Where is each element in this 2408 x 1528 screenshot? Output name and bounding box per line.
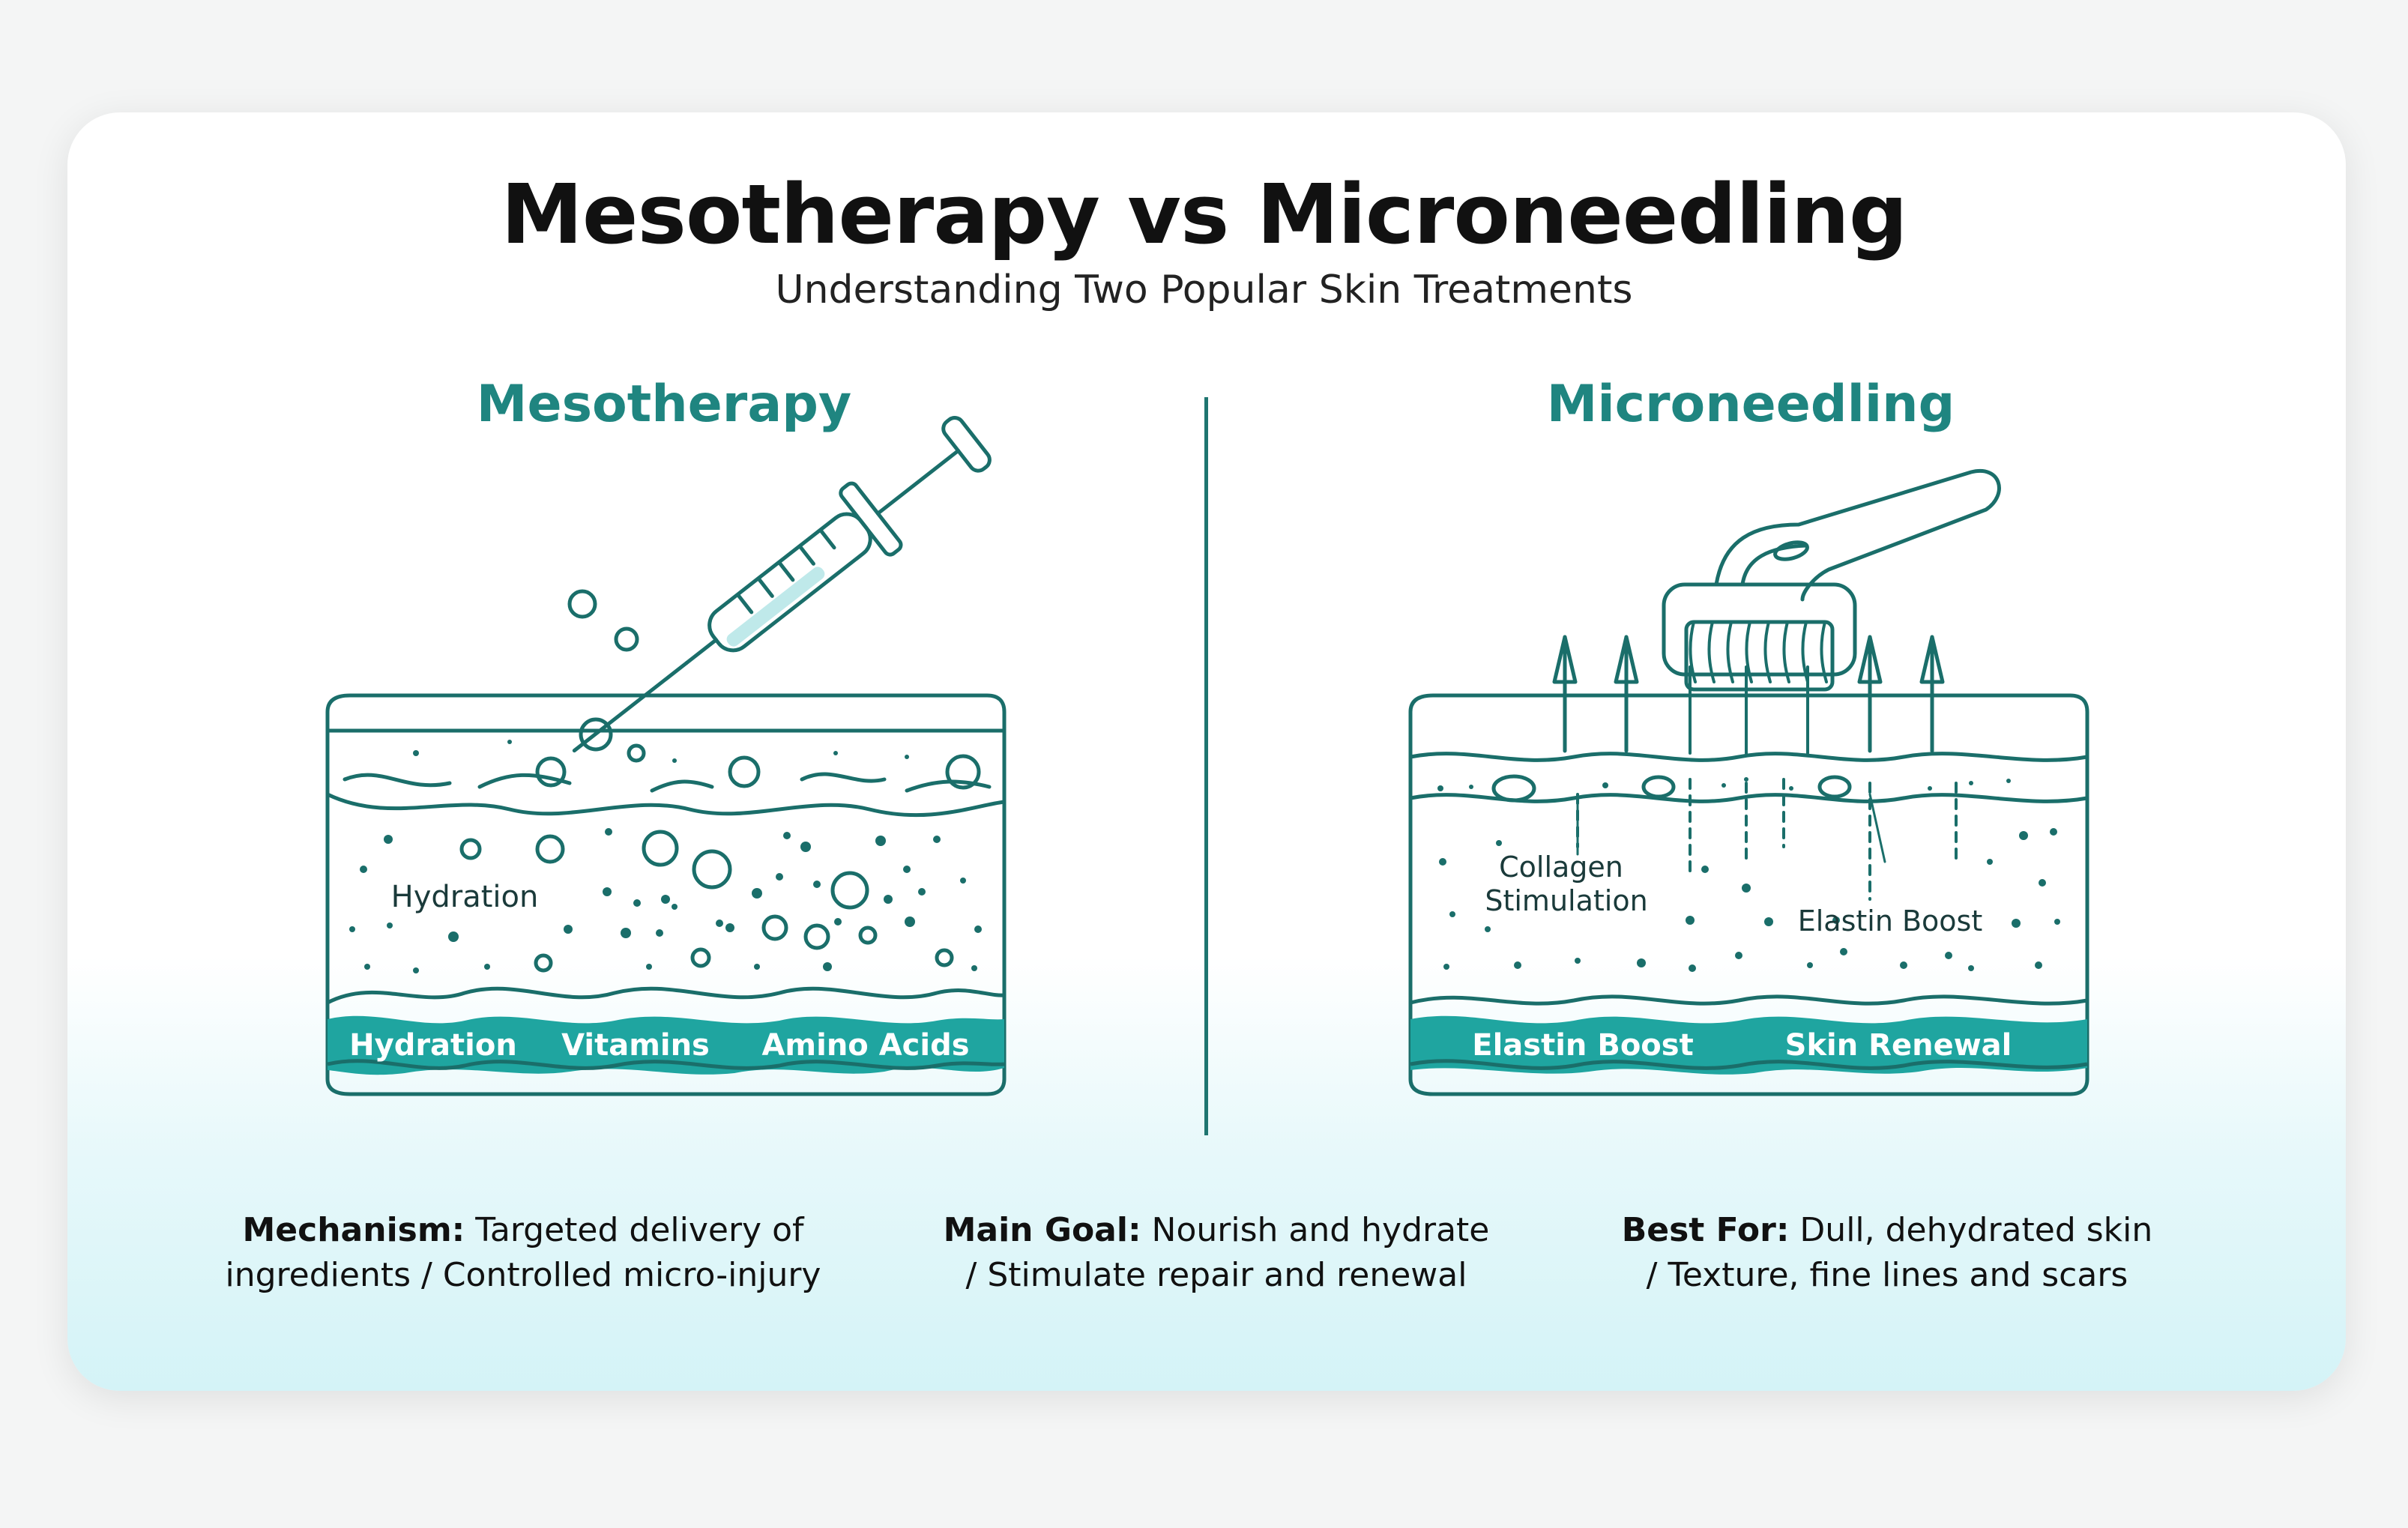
microneedling-band	[1410, 1015, 2087, 1075]
micro-band-label-2: Skin Renewal	[1785, 1028, 2012, 1063]
summary-label: Main Goal:	[943, 1211, 1141, 1249]
page-title: Mesotherapy vs Microneedling	[501, 166, 1907, 262]
meso-band-label-2: Vitamins	[561, 1028, 710, 1063]
page-subtitle: Understanding Two Popular Skin Treatment…	[775, 268, 1633, 312]
microneedling-skin-diagram	[1408, 468, 2089, 1096]
mesotherapy-skin-diagram	[325, 416, 1007, 1096]
summary-best-for: Best For: Dull, dehydrated skin / Textur…	[1550, 1208, 2224, 1298]
summary-text: ingredients / Controlled micro-injury	[225, 1256, 821, 1294]
summary-main-goal: Main Goal: Nourish and hydrate / Stimula…	[879, 1208, 1554, 1298]
microneedling-title: Microneedling	[1546, 375, 1955, 434]
mesotherapy-title: Mesotherapy	[476, 375, 852, 434]
micro-inner-label-2: Stimulation	[1485, 884, 1647, 917]
summary-label: Best For:	[1621, 1211, 1790, 1249]
meso-band-label-1: Hydration	[349, 1028, 517, 1063]
mesotherapy-dots	[349, 740, 982, 973]
meso-band-label-3: Amino Acids	[761, 1028, 969, 1063]
micro-inner-label-1: Collagen	[1499, 851, 1623, 884]
summary-text: / Stimulate repair and renewal	[965, 1256, 1467, 1294]
micro-band-label-1: Elastin Boost	[1472, 1028, 1693, 1063]
summary-text: / Texture, fine lines and scars	[1646, 1256, 2128, 1294]
summary-mechanism: Mechanism: Targeted delivery of ingredie…	[186, 1208, 860, 1298]
summary-text: Dull, dehydrated skin	[1799, 1211, 2153, 1249]
micro-inner-label-3: Elastin Boost	[1798, 905, 1983, 937]
summary-text: Nourish and hydrate	[1151, 1211, 1490, 1249]
center-divider	[1204, 397, 1208, 1135]
summary-label: Mechanism:	[242, 1211, 465, 1249]
microneedling-dots	[1437, 777, 2060, 972]
meso-inner-label: Hydration	[391, 880, 539, 914]
summary-text: Targeted delivery of	[475, 1211, 804, 1249]
